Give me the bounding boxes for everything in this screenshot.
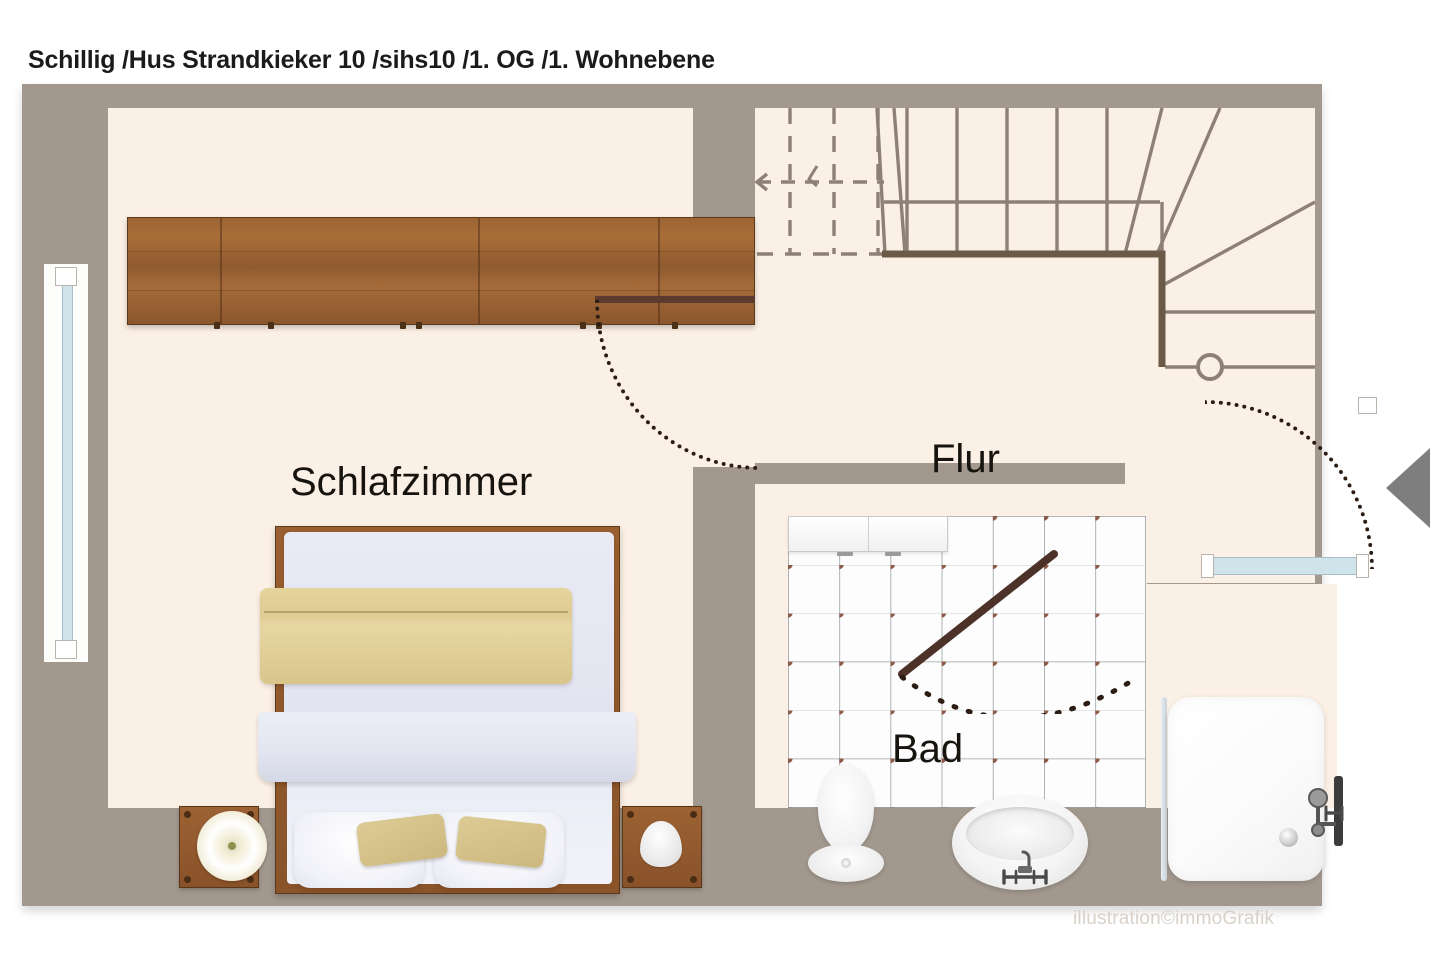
bathtub-drain-icon — [1279, 828, 1298, 847]
bathtub-faucet-icon — [1308, 776, 1344, 846]
room-label-bedroom: Schlafzimmer — [290, 460, 533, 504]
bedroom-door-leaf — [595, 296, 755, 303]
bathroom-vanity-cabinet — [788, 516, 948, 556]
bed-cushion-right — [454, 815, 548, 869]
floorplan-canvas: Schlafzimmer Flur Bad illustration©immoG… — [22, 84, 1377, 929]
toilet-icon — [818, 764, 874, 852]
bathtub-icon — [1168, 697, 1324, 881]
page-title: Schillig /Hus Strandkieker 10 /sihs10 /1… — [28, 46, 715, 74]
bathroom-door-swing-arc — [899, 674, 1141, 714]
bed-duvet-fold — [258, 712, 636, 782]
bathroom-door-leaf — [898, 550, 1058, 678]
faucet-icon — [1002, 850, 1048, 885]
entry-door-hinge — [1358, 397, 1377, 414]
bathroom-door-group — [898, 550, 1141, 714]
room-label-hallway: Flur — [931, 437, 1000, 481]
watermark-credit: illustration©immoGrafik — [1073, 908, 1275, 929]
window-bedroom — [44, 264, 88, 662]
entry-door-leaf — [1201, 554, 1369, 578]
bed-throw-blanket — [260, 588, 572, 684]
bathroom-tile-floor — [788, 516, 1146, 808]
room-label-bathroom: Bad — [892, 727, 964, 771]
bathtub-rail — [1161, 697, 1167, 881]
sink-icon — [952, 796, 1088, 890]
bedside-object-icon — [640, 821, 682, 867]
entry-door-swing-arc — [1205, 400, 1374, 569]
nav-prev-arrow-icon[interactable] — [1386, 448, 1430, 528]
toilet-base-icon — [808, 844, 884, 882]
bedside-lamp-icon — [197, 811, 267, 881]
tile-grid — [788, 516, 1146, 808]
